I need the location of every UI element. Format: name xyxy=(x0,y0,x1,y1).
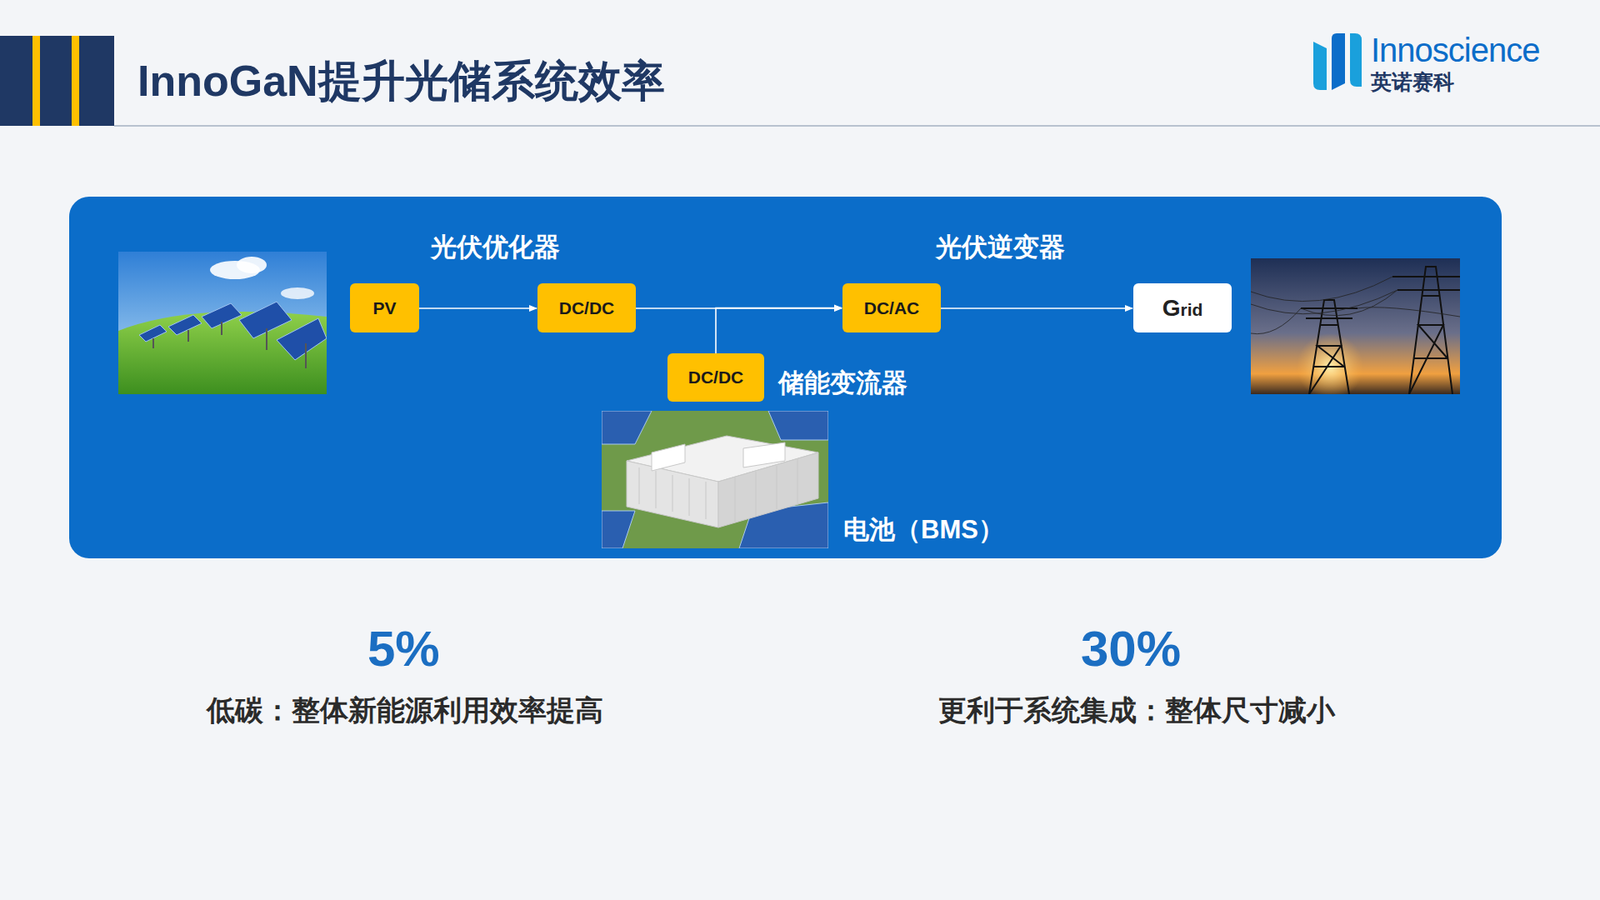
flow-arrow xyxy=(419,307,537,310)
logo-wordmark: Innoscience xyxy=(1370,31,1540,70)
box-text: DC/AC xyxy=(864,298,920,319)
flow-arrow xyxy=(940,307,1133,310)
header-stripe xyxy=(71,35,80,126)
box-text: PV xyxy=(372,298,396,319)
dcdc-box: DC/DC xyxy=(667,353,765,402)
panel-ground xyxy=(69,196,1502,559)
box-text: DC/DC xyxy=(688,367,745,388)
pv-box: PV xyxy=(350,283,420,333)
stage-label: 储能变流器 xyxy=(778,365,908,401)
logo-icon xyxy=(1313,33,1362,90)
stage-label: 光伏优化器 xyxy=(430,230,560,265)
solar-illustration xyxy=(118,251,327,395)
grid-box: Grid xyxy=(1133,283,1232,333)
box-text: Grid xyxy=(1162,295,1204,322)
header-rule xyxy=(114,125,1600,127)
flow-arrow xyxy=(715,308,842,355)
header-block xyxy=(0,35,115,126)
header-stripe xyxy=(32,35,40,126)
dcac-box: DC/AC xyxy=(842,283,941,333)
stage-label: 光伏逆变器 xyxy=(935,230,1065,265)
stat-caption: 低碳：整体新能源利用效率提高 xyxy=(206,691,604,730)
stage-label: 电池（BMS） xyxy=(843,512,1005,548)
stat-caption: 更利于系统集成：整体尺寸减小 xyxy=(938,691,1335,730)
logo-chinese: 英诺赛科 xyxy=(1370,68,1455,96)
dcdc-box: DC/DC xyxy=(537,283,636,333)
grid-tower-illustration xyxy=(1250,258,1460,395)
battery-station-illustration xyxy=(601,410,829,549)
page-title: InnoGaN提升光储系统效率 xyxy=(137,52,665,111)
stat-number: 30% xyxy=(1080,620,1181,678)
box-text: DC/DC xyxy=(559,298,615,319)
stat-number: 5% xyxy=(367,620,440,678)
